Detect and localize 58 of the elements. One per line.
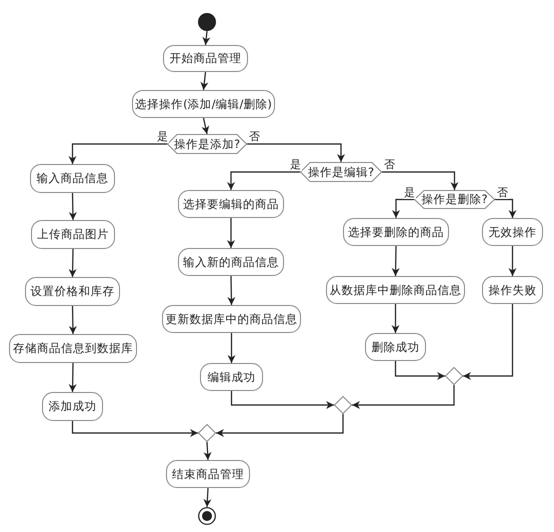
edge-label: 是 bbox=[403, 186, 416, 198]
end-node bbox=[198, 507, 216, 525]
arrow bbox=[227, 276, 236, 306]
arrow bbox=[382, 171, 458, 190]
action-box: 结束商品管理 bbox=[166, 460, 250, 488]
arrow bbox=[216, 414, 344, 437]
arrow bbox=[204, 442, 212, 460]
arrow bbox=[247, 143, 345, 162]
edge-label: 否 bbox=[383, 159, 396, 171]
action-box: 操作失败 bbox=[482, 276, 543, 304]
arrow bbox=[392, 304, 400, 333]
action-box: 设置价格和库存 bbox=[25, 277, 120, 306]
edge-label: 否 bbox=[248, 131, 261, 143]
action-box: 存储商品信息到数据库 bbox=[9, 334, 137, 363]
merge-diamond bbox=[198, 424, 216, 442]
action-box: 删除成功 bbox=[365, 333, 426, 361]
action-box: 输入新的商品信息 bbox=[178, 248, 284, 276]
arrow bbox=[495, 198, 516, 218]
arrow bbox=[72, 421, 198, 437]
edge-label: 是 bbox=[289, 159, 302, 171]
action-box: 选择要编辑的商品 bbox=[178, 190, 284, 218]
arrow bbox=[392, 198, 414, 218]
arrow bbox=[230, 391, 334, 409]
arrow bbox=[201, 118, 210, 134]
edge-label: 否 bbox=[496, 186, 509, 198]
arrow bbox=[68, 143, 167, 164]
merge-diamond bbox=[445, 367, 463, 385]
action-box: 开始商品管理 bbox=[163, 45, 248, 72]
arrow bbox=[352, 385, 455, 409]
merge-diamond bbox=[334, 396, 352, 414]
arrow bbox=[463, 304, 514, 380]
edge-label: 是 bbox=[156, 131, 169, 143]
action-box: 更新数据库中的商品信息 bbox=[162, 305, 301, 333]
arrow bbox=[227, 171, 300, 190]
start-node bbox=[198, 13, 216, 31]
arrow bbox=[508, 246, 516, 276]
action-box: 从数据库中删除商品信息 bbox=[326, 276, 465, 304]
arrow bbox=[228, 333, 236, 363]
arrow bbox=[68, 362, 77, 392]
action-box: 选择操作(添加/编辑/删除) bbox=[132, 90, 275, 118]
arrow bbox=[227, 218, 235, 248]
arrow bbox=[68, 248, 77, 278]
action-box: 添加成功 bbox=[42, 392, 103, 421]
arrow bbox=[202, 30, 210, 46]
action-box: 上传商品图片 bbox=[31, 220, 115, 249]
decision-node: 操作是编辑? bbox=[300, 162, 382, 182]
action-box: 选择要删除的商品 bbox=[343, 218, 449, 246]
decision-node: 操作是删除? bbox=[414, 190, 495, 209]
decision-node: 操作是添加? bbox=[167, 134, 247, 154]
arrow bbox=[200, 72, 208, 90]
action-box: 无效操作 bbox=[482, 218, 543, 246]
arrow bbox=[392, 246, 400, 276]
action-box: 编辑成功 bbox=[200, 363, 263, 391]
action-box: 输入商品信息 bbox=[30, 164, 115, 193]
arrow bbox=[203, 488, 212, 508]
arrow bbox=[394, 361, 445, 380]
arrow bbox=[68, 192, 77, 220]
arrow bbox=[68, 306, 77, 334]
